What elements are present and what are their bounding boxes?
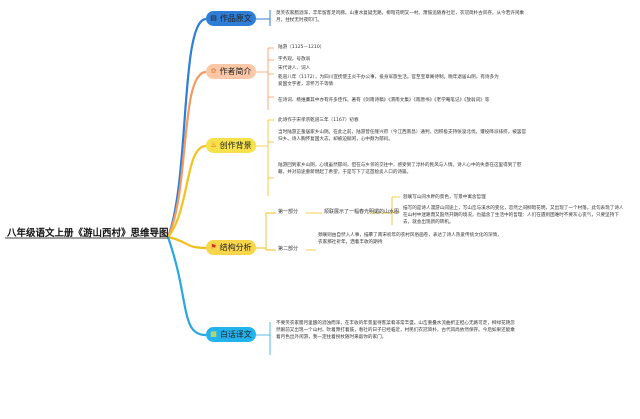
branch-label: 结构分析 — [219, 243, 252, 252]
part-1-detail-1: 颔联写山间水畔的景色，写景中寓含哲理 — [403, 195, 486, 200]
branch-node-yuanwen[interactable]: ▤ 作品原文 — [206, 11, 256, 26]
zuozhe-text-2: 字务观，号放翁 — [278, 57, 311, 62]
part-1-detail-2: 描写的是诗人漫游山间途上，写山峦与溪水的变化，忽然之间柳暗花明，又出现了一个村落… — [403, 206, 624, 225]
connector-beijing — [167, 144, 207, 238]
part-2-label: 第二部分 — [278, 246, 299, 252]
branch-node-zuozhe[interactable]: ✿ 作者简介 — [206, 64, 256, 79]
bracket-part1 — [306, 196, 400, 225]
flag-icon: ⚑ — [210, 243, 217, 251]
part-2-summary: 颈联则由自然入人事，描摹了南宋初年的农村风俗画卷，表达了诗人热爱传统文化的深情，… — [318, 233, 502, 245]
zuozhe-text-4: 乾道八年（1172），为四川宣抚使王炎干办公事，投身军旅生活。官至宝章阁待制。晚… — [278, 75, 499, 87]
zuozhe-text-5: 在诗词、杨维廉其中亦有许多佳作。著有《剑南诗稿》《渭南文集》《南唐书》《老学庵笔… — [278, 98, 490, 103]
flower-icon: ✿ — [210, 67, 217, 75]
flame-icon: ♨ — [210, 141, 217, 149]
branch-label: 作品原文 — [219, 14, 252, 23]
branch-label: 创作背景 — [219, 141, 252, 150]
connector-jiegou — [167, 235, 207, 250]
zuozhe-text-1: 陆游（1125—1210） — [278, 45, 325, 50]
beijing-text-3: 陆游回到家乡山阴，心境虽然郁闷，但在与乡邻的交往中，感受到了淳朴的民风与人情。诗… — [278, 163, 522, 175]
beijing-text-1: 此诗作于宋孝宗乾道三年（1167）初春 — [278, 118, 359, 123]
bracket-jiegou — [256, 212, 276, 251]
connector-yiwen — [166, 236, 207, 337]
yiwen-text: 不要笑农家腊月里酿的酒浊而浑，在丰收的年景里待客菜肴非常丰盛。山峦重叠水流曲折正… — [276, 321, 515, 340]
bracket-yuanwen — [256, 10, 271, 26]
branch-label: 作者简介 — [219, 67, 252, 76]
beijing-text-2: 当时陆游正蛰居家乡山阴。在此之前，陆游曾任隆兴府（今江西南昌）通判，因积极支持张… — [278, 130, 527, 142]
branch-node-yiwen[interactable]: ▦ 白话译文 — [206, 327, 256, 342]
zuozhe-text-3: 宋代诗人、词人 — [278, 66, 311, 71]
grid-icon: ▦ — [210, 330, 217, 338]
branch-label: 白话译文 — [219, 330, 252, 339]
root-title: 八年级语文上册《游山西村》思维导图 — [7, 228, 169, 239]
yuanwen-text: 莫笑农家腊酒浑，丰年留客足鸡豚。山重水复疑无路，柳暗花明又一村。箫鼓追随春社近，… — [276, 11, 525, 23]
document-icon: ▤ — [210, 14, 217, 22]
branch-node-beijing[interactable]: ♨ 创作背景 — [206, 138, 256, 153]
bracket-beijing — [256, 119, 274, 196]
branch-node-jiegou[interactable]: ⚑ 结构分析 — [206, 240, 256, 255]
connector-yuanwen — [166, 17, 207, 238]
connector-zuozhe — [167, 70, 207, 238]
bracket-yiwen — [256, 322, 271, 355]
bracket-zuozhe — [256, 47, 274, 110]
part-1-label: 第一部分 — [278, 209, 299, 215]
part-1-summary: 颔联展示了一幅春光明媚的山水图 — [324, 209, 400, 215]
